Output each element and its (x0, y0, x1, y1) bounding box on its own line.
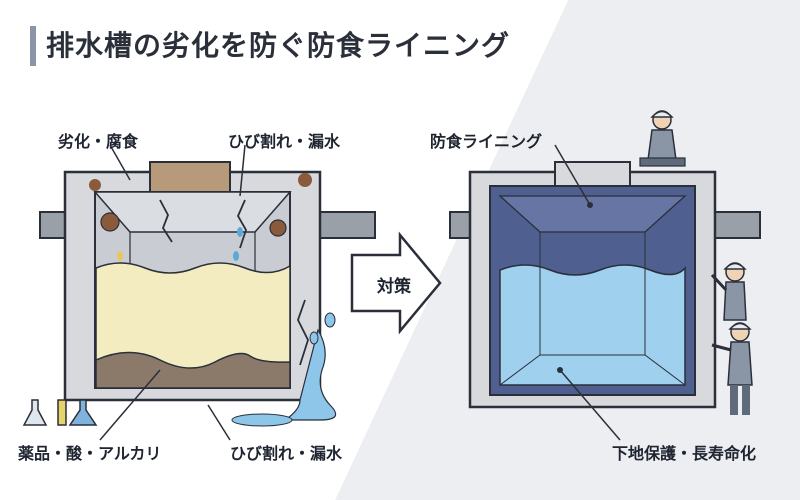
left-tank-manhole (149, 161, 231, 193)
worker-icon-top (639, 110, 686, 167)
right-tank-clean-water (499, 264, 686, 386)
label-crack-top: ひび割れ・漏水 (228, 132, 341, 151)
right-tank (449, 144, 761, 441)
chemical-flasks-icon (22, 399, 98, 426)
label-lining: 防食ライニング (430, 132, 543, 151)
left-tank-leak (283, 328, 337, 421)
title-accent-bar (30, 26, 36, 66)
label-chemicals: 薬品・酸・アルカリ (18, 444, 162, 463)
arrow-label: 対策 (377, 277, 411, 297)
left-tank (39, 144, 376, 441)
label-deterioration: 劣化・腐食 (58, 132, 139, 151)
worker-icon-bottom (711, 322, 753, 415)
arrow-icon (350, 231, 442, 335)
worker-icon-middle (710, 262, 747, 321)
label-protection: 下地保護・長寿命化 (612, 444, 757, 463)
left-tank-sludge (95, 351, 291, 389)
page-title: 排水槽の劣化を防ぐ防食ライニング (46, 29, 511, 62)
label-crack-bottom: ひび割れ・漏水 (230, 444, 343, 463)
